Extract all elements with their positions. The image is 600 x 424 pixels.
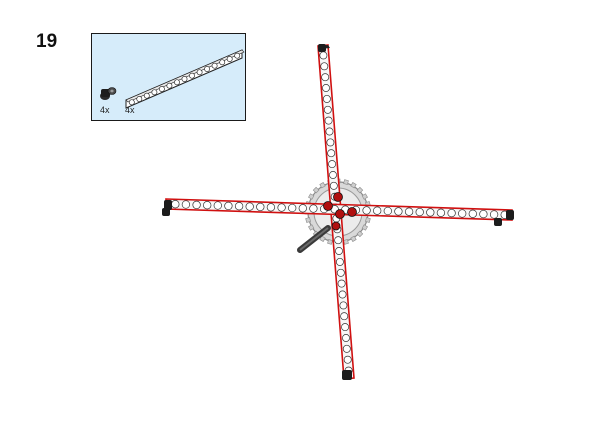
beam-hole bbox=[394, 207, 403, 216]
beam-hole bbox=[171, 200, 180, 209]
gear-tooth bbox=[365, 217, 371, 223]
beam-hole bbox=[339, 301, 348, 310]
gear-tooth bbox=[308, 193, 315, 200]
gear-tooth bbox=[312, 186, 320, 194]
beam-hole bbox=[319, 51, 328, 60]
gear-tooth bbox=[350, 182, 357, 189]
beam-hole bbox=[404, 207, 414, 216]
step-number: 19 bbox=[36, 31, 58, 52]
beam-hole bbox=[309, 204, 318, 213]
beam-hole bbox=[322, 94, 331, 103]
beam-hole bbox=[245, 202, 254, 211]
beam-hole bbox=[298, 204, 307, 213]
gear-tooth bbox=[327, 239, 333, 245]
beam-hole bbox=[458, 209, 467, 218]
beam-hole bbox=[324, 116, 333, 125]
beam-hole bbox=[196, 69, 203, 76]
parts-callout: 4x 4x bbox=[91, 33, 246, 121]
beam-hole bbox=[211, 62, 218, 69]
beam-hole bbox=[325, 127, 334, 136]
parts-callout-art bbox=[100, 49, 245, 109]
gear-tooth bbox=[361, 193, 368, 200]
beam-hole bbox=[321, 73, 330, 82]
gear-tooth bbox=[356, 186, 364, 194]
beam-hole bbox=[329, 181, 338, 190]
gear-tooth bbox=[356, 230, 364, 238]
beam-hole bbox=[426, 208, 435, 217]
beam-hole bbox=[224, 201, 233, 211]
beam-hole bbox=[343, 355, 352, 364]
beam-hole bbox=[362, 206, 371, 215]
beam-hole bbox=[326, 138, 335, 147]
gear-tooth bbox=[319, 235, 326, 242]
beam-hole bbox=[373, 206, 382, 215]
beam-hole bbox=[189, 72, 195, 79]
beam-hole bbox=[174, 79, 180, 86]
beam-hole bbox=[234, 202, 244, 211]
beam-hole bbox=[277, 203, 286, 212]
beam-hole bbox=[342, 334, 350, 342]
beam-hole bbox=[336, 268, 345, 277]
beam-hole bbox=[288, 203, 297, 213]
beam-hole bbox=[136, 96, 143, 102]
beam-hole bbox=[383, 206, 392, 216]
gear-tooth bbox=[343, 179, 349, 185]
beam-hole bbox=[341, 323, 350, 332]
beam-hole bbox=[192, 200, 201, 210]
beam-hole bbox=[335, 247, 343, 255]
beam-hole bbox=[468, 209, 477, 218]
beam-hole bbox=[340, 312, 349, 321]
connector-peg-icon bbox=[100, 87, 117, 100]
beam-hole bbox=[234, 52, 241, 59]
beam-hole bbox=[323, 105, 332, 114]
beam-hole bbox=[181, 200, 191, 209]
hub-connector-pegs bbox=[323, 192, 357, 231]
beam-hole bbox=[335, 257, 344, 266]
axle-icon bbox=[297, 225, 331, 253]
beam-hole bbox=[447, 208, 456, 218]
beam-15-icon bbox=[125, 49, 245, 109]
beam-hole bbox=[436, 208, 446, 217]
gear-tooth bbox=[350, 235, 357, 242]
gear-tooth bbox=[305, 217, 311, 223]
beam-hole bbox=[415, 207, 424, 217]
beam-quantity: 4x bbox=[125, 105, 135, 115]
beam-hole bbox=[166, 82, 173, 89]
beam-hole bbox=[219, 59, 226, 66]
beam-hole bbox=[143, 92, 150, 99]
beam-hole bbox=[338, 290, 347, 299]
beam-hole bbox=[334, 236, 343, 245]
beam-hole bbox=[181, 76, 188, 82]
beam-hole bbox=[337, 279, 346, 288]
beam-hole bbox=[328, 160, 337, 169]
gear-tooth bbox=[308, 224, 315, 231]
beam-hole bbox=[204, 66, 211, 72]
beam-hole bbox=[203, 201, 212, 210]
beam-hole bbox=[322, 84, 330, 92]
beam-hole bbox=[479, 209, 488, 219]
gear-tooth bbox=[361, 224, 368, 231]
beam-hole bbox=[329, 171, 337, 179]
beam-hole bbox=[213, 201, 222, 210]
beam-hole bbox=[342, 344, 351, 353]
beam-hole bbox=[151, 89, 158, 96]
peg-quantity: 4x bbox=[100, 105, 110, 115]
beam-hole bbox=[489, 210, 499, 219]
beam-hole bbox=[158, 86, 165, 92]
beam-hole bbox=[226, 56, 233, 62]
beam-hole bbox=[266, 203, 276, 212]
gear-tooth bbox=[319, 182, 326, 189]
beam-hole bbox=[256, 202, 265, 212]
beam-hole bbox=[128, 99, 135, 106]
beam-hole bbox=[320, 62, 329, 71]
beam-hole bbox=[327, 149, 336, 158]
